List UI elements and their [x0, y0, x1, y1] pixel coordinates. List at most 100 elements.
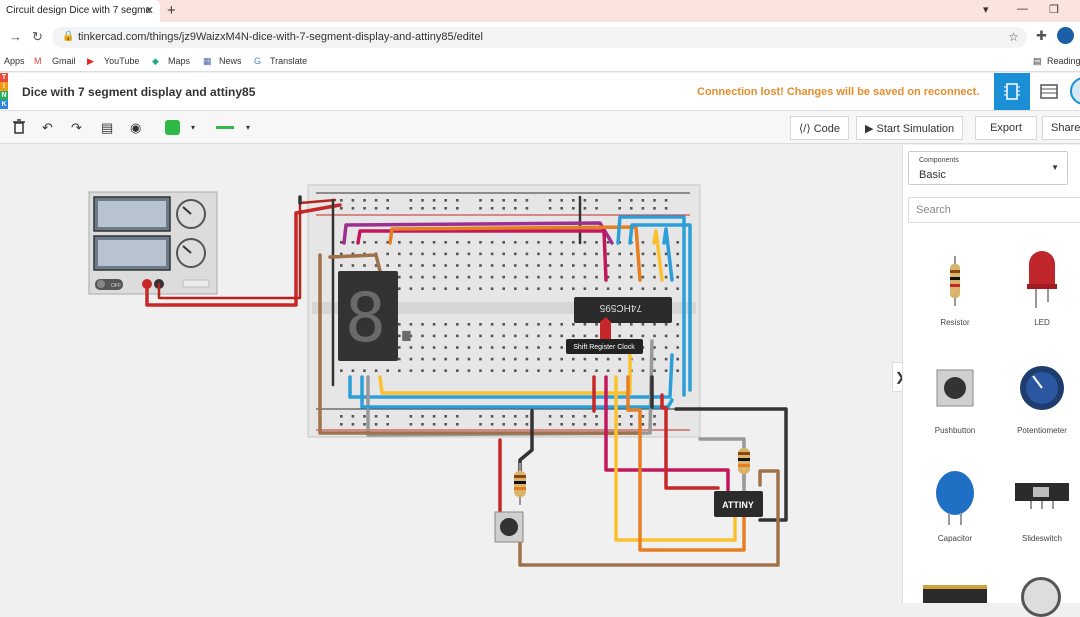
browser-tab-bar: Circuit design Dice with 7 segme ✕ + ▾ —…: [0, 0, 1080, 22]
search-input[interactable]: Search: [908, 197, 1080, 223]
color-dropdown-icon[interactable]: ▾: [191, 123, 196, 132]
dropdown-arrow-icon: ▼: [1051, 163, 1059, 172]
component-led[interactable]: LED: [1003, 250, 1080, 335]
breadboard-holes: [340, 199, 679, 426]
components-panel: Components Basic ▼ Search Resistor LED P…: [902, 145, 1080, 617]
forward-icon[interactable]: →: [9, 29, 22, 44]
export-label: Export: [990, 122, 1022, 134]
capacitor-icon: [936, 471, 974, 525]
connection-warning: Connection lost! Changes will be saved o…: [697, 86, 980, 98]
attiny-label: ATTINY: [722, 500, 754, 510]
url-field[interactable]: 🔒 tinkercad.com/things/jz9WaizxM4N-dice-…: [52, 27, 1027, 48]
news-icon: ▦: [203, 56, 212, 66]
bookmark-apps[interactable]: Apps: [4, 56, 25, 66]
tooltip-text: Shift Register Clock: [573, 344, 635, 351]
editor-toolbar: ↶ ↷ ▤ ◉ ▾ ▾ ⟨/⟩ Code ▶ Start Simulation …: [0, 111, 1080, 144]
url-text: tinkercad.com/things/jz9WaizxM4N-dice-wi…: [78, 31, 483, 43]
resistor-icon: [950, 256, 960, 306]
circuit-view-button[interactable]: [994, 73, 1030, 110]
resistor-component[interactable]: [514, 463, 526, 505]
tooltip: Shift Register Clock: [566, 317, 643, 354]
reload-icon[interactable]: ↻: [32, 29, 43, 44]
bookmark-youtube[interactable]: YouTube: [104, 56, 140, 66]
bookmark-news[interactable]: News: [219, 56, 242, 66]
avatar[interactable]: [1057, 27, 1074, 44]
user-avatar[interactable]: [1070, 77, 1080, 105]
component-potentiometer[interactable]: Potentiometer: [1003, 360, 1080, 445]
redo-icon[interactable]: ↷: [71, 120, 82, 135]
shift-register-chip[interactable]: 74HC595: [574, 297, 672, 323]
bookmarks-bar: Apps M Gmail ▶ YouTube ◆ Maps ▦ News G T…: [0, 52, 1080, 72]
tab-title: Circuit design Dice with 7 segme: [6, 5, 152, 16]
code-label: Code: [813, 123, 840, 135]
export-button[interactable]: Export: [975, 116, 1037, 140]
bookmark-maps[interactable]: Maps: [168, 56, 191, 66]
bookmark-gmail[interactable]: Gmail: [52, 56, 76, 66]
undo-icon[interactable]: ↶: [42, 120, 53, 135]
component-label: Resistor: [940, 318, 970, 327]
project-title[interactable]: Dice with 7 segment display and attiny85: [22, 85, 256, 99]
seven-segment-display[interactable]: 8.: [338, 271, 427, 361]
start-simulation-label: Start Simulation: [876, 123, 955, 135]
bookmark-star-icon[interactable]: ☆: [1008, 30, 1019, 44]
component-capacitor[interactable]: Capacitor: [916, 467, 994, 552]
pushbutton-component[interactable]: [494, 511, 524, 543]
seven-segment-digit: 8.: [345, 279, 427, 358]
battery-icon[interactable]: [923, 585, 987, 603]
wires[interactable]: [145, 195, 788, 567]
share-button[interactable]: Share: [1042, 116, 1080, 140]
slideswitch-icon: [1015, 483, 1069, 509]
browser-tab[interactable]: Circuit design Dice with 7 segme ✕: [0, 0, 160, 22]
code-button[interactable]: ⟨/⟩ Code: [790, 116, 849, 140]
attiny-chip[interactable]: ATTINY: [714, 491, 763, 517]
search-placeholder: Search: [916, 204, 951, 216]
play-icon: ▶: [865, 123, 877, 135]
translate-icon: G: [254, 56, 262, 66]
components-dropdown-label: Components: [919, 157, 959, 164]
potentiometer-icon: [1020, 366, 1064, 410]
meter-icon[interactable]: [1021, 577, 1061, 617]
component-label: Slideswitch: [1021, 534, 1062, 543]
schematic-view-button[interactable]: [1031, 73, 1067, 110]
component-label: Pushbutton: [934, 426, 976, 435]
wire-dropdown-icon[interactable]: ▾: [246, 123, 251, 132]
components-dropdown-value: Basic: [919, 169, 946, 181]
lock-icon: 🔒: [62, 31, 75, 42]
wire-style-icon[interactable]: [216, 126, 234, 129]
bookmark-translate[interactable]: Translate: [270, 56, 308, 66]
address-bar-row: → ↻ 🔒 tinkercad.com/things/jz9WaizxM4N-d…: [0, 22, 1080, 52]
circuit-canvas[interactable]: OFF: [0, 145, 900, 603]
reading-list-icon: ▤: [1033, 56, 1042, 66]
component-resistor[interactable]: Resistor: [916, 250, 994, 335]
pushbutton-icon: [936, 369, 974, 407]
maps-icon: ◆: [152, 56, 159, 66]
tab-close-icon[interactable]: ✕: [144, 5, 154, 17]
gmail-icon: M: [34, 56, 42, 66]
power-supply[interactable]: OFF: [88, 191, 218, 295]
list-icon: [1040, 84, 1058, 99]
resistor-component[interactable]: [738, 441, 750, 485]
code-icon: ⟨/⟩: [799, 123, 814, 135]
new-tab-button[interactable]: +: [167, 2, 176, 19]
minimize-icon[interactable]: —: [1017, 3, 1028, 15]
profile-menu-icon[interactable]: ▾: [983, 4, 989, 16]
reading-list-button[interactable]: Reading: [1047, 56, 1080, 66]
restore-icon[interactable]: ❐: [1049, 4, 1059, 16]
component-label: Capacitor: [937, 534, 973, 543]
component-pushbutton[interactable]: Pushbutton: [916, 360, 994, 445]
component-label: LED: [1034, 318, 1050, 327]
fill-color-swatch[interactable]: [165, 120, 180, 135]
notes-icon[interactable]: ▤: [101, 120, 114, 135]
component-slideswitch[interactable]: Slideswitch: [1003, 467, 1080, 552]
chip-icon: [1004, 83, 1020, 100]
trash-icon[interactable]: [12, 119, 26, 135]
components-dropdown[interactable]: Components Basic ▼: [908, 151, 1068, 185]
youtube-icon: ▶: [87, 56, 94, 66]
extensions-icon[interactable]: ✚: [1036, 28, 1047, 43]
visibility-icon[interactable]: ◉: [130, 120, 142, 135]
shift-register-label: 74HC595: [599, 302, 642, 313]
start-simulation-button[interactable]: ▶ Start Simulation: [856, 116, 964, 140]
component-label: Potentiometer: [1017, 426, 1067, 435]
